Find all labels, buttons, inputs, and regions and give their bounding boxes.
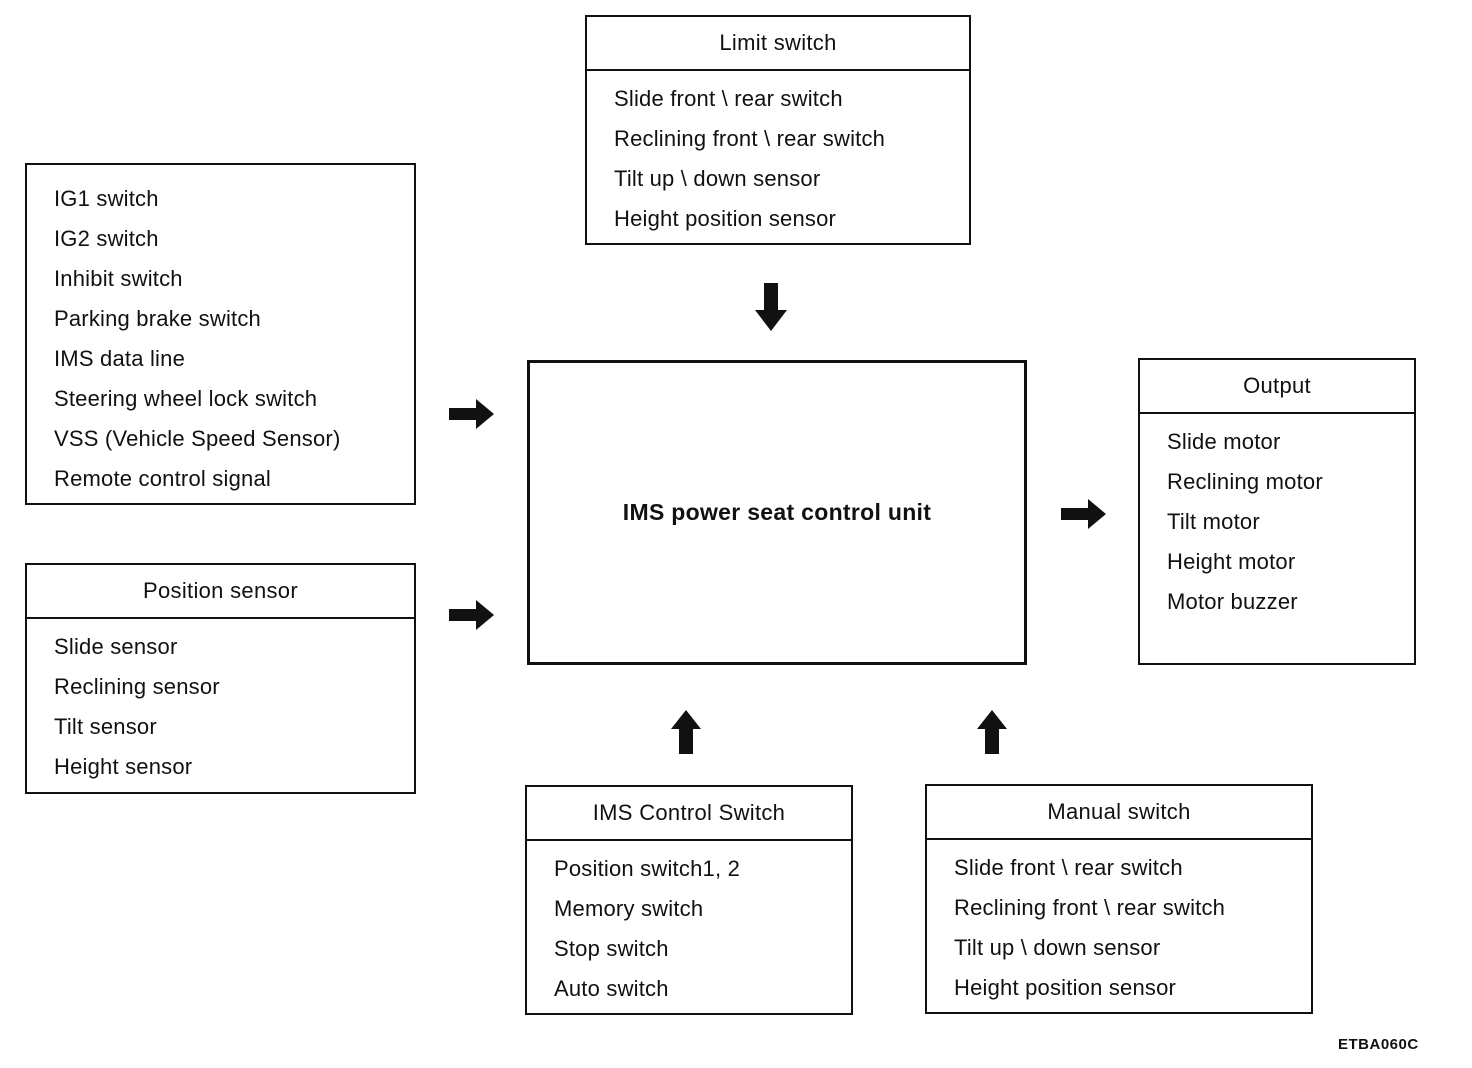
up-arrow-icon [977,710,1007,754]
up-arrow-icon [671,710,701,754]
list-item: Tilt sensor [54,714,157,739]
limit-switch-items: Slide front \ rear switch Reclining fron… [587,71,969,239]
position-sensor-items: Slide sensor Reclining sensor Tilt senso… [27,619,414,787]
list-item: Parking brake switch [54,306,261,331]
list-item: Height position sensor [614,206,837,231]
control-unit-box: IMS power seat control unit [527,360,1027,665]
limit-switch-title: Limit switch [587,17,969,71]
right-arrow-icon [449,399,494,429]
list-item: IMS data line [54,346,186,371]
control-unit-title: IMS power seat control unit [622,499,932,525]
list-item: Memory switch [554,896,704,921]
list-item: VSS (Vehicle Speed Sensor) [54,426,341,451]
list-item: Tilt motor [1167,509,1260,534]
list-item: Height position sensor [954,975,1177,1000]
list-item: Remote control signal [54,466,271,491]
list-item: IG2 switch [54,226,159,251]
list-item: Height motor [1167,549,1296,574]
ims-control-switch-box: IMS Control Switch Position switch1, 2 M… [525,785,853,1015]
list-item: Position switch1, 2 [554,856,740,881]
right-arrow-icon [449,600,494,630]
input-signals-items: IG1 switch IG2 switch Inhibit switch Par… [27,165,414,499]
input-signals-box: IG1 switch IG2 switch Inhibit switch Par… [25,163,416,505]
list-item: Slide sensor [54,634,178,659]
ims-control-switch-items: Position switch1, 2 Memory switch Stop s… [527,841,851,1009]
list-item: Auto switch [554,976,669,1001]
list-item: Reclining sensor [54,674,220,699]
list-item: Reclining motor [1167,469,1323,494]
list-item: Slide motor [1167,429,1281,454]
output-title: Output [1140,360,1414,414]
manual-switch-box: Manual switch Slide front \ rear switch … [925,784,1313,1014]
down-arrow-icon [755,283,787,331]
limit-switch-box: Limit switch Slide front \ rear switch R… [585,15,971,245]
list-item: Inhibit switch [54,266,183,291]
list-item: Motor buzzer [1167,589,1298,614]
list-item: Slide front \ rear switch [954,855,1183,880]
output-items: Slide motor Reclining motor Tilt motor H… [1140,414,1414,622]
list-item: Tilt up \ down sensor [614,166,821,191]
list-item: Reclining front \ rear switch [954,895,1226,920]
list-item: Reclining front \ rear switch [614,126,886,151]
right-arrow-icon [1061,499,1106,529]
manual-switch-title: Manual switch [927,786,1311,840]
output-box: Output Slide motor Reclining motor Tilt … [1138,358,1416,665]
list-item: Steering wheel lock switch [54,386,318,411]
position-sensor-title: Position sensor [27,565,414,619]
list-item: IG1 switch [54,186,159,211]
ims-control-switch-title: IMS Control Switch [527,787,851,841]
list-item: Slide front \ rear switch [614,86,843,111]
list-item: Tilt up \ down sensor [954,935,1161,960]
list-item: Height sensor [54,754,193,779]
position-sensor-box: Position sensor Slide sensor Reclining s… [25,563,416,794]
list-item: Stop switch [554,936,669,961]
figure-code: ETBA060C [1338,1036,1419,1053]
manual-switch-items: Slide front \ rear switch Reclining fron… [927,840,1311,1008]
